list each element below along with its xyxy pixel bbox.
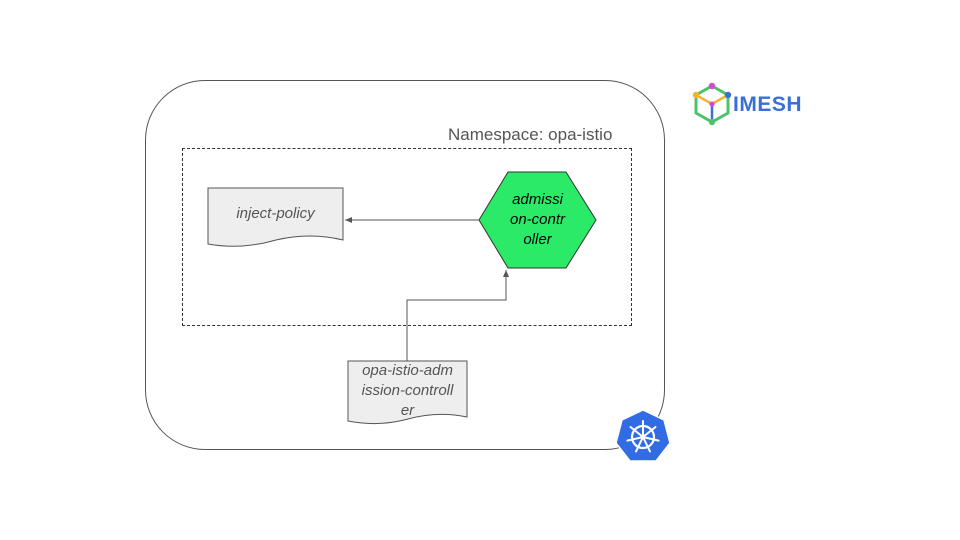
inject-policy-label: inject-policy xyxy=(236,205,315,222)
imesh-cube-icon xyxy=(692,82,732,126)
namespace-label: Namespace: opa-istio xyxy=(448,125,613,144)
opa-istio-admission-controller-label-line: opa-istio-adm xyxy=(362,362,453,379)
opa-istio-admission-controller-label: opa-istio-adm ission-controll er xyxy=(348,361,467,421)
admission-controller-label: admissi on-contr oller xyxy=(479,190,596,250)
inject-policy-document xyxy=(207,187,344,247)
kubernetes-helm-icon xyxy=(615,409,671,462)
admission-controller-label-line: oller xyxy=(523,231,552,248)
cluster-boundary xyxy=(145,80,665,450)
opa-istio-admission-controller-label-line: ission-controll xyxy=(361,382,454,399)
imesh-logo-text: IMESH xyxy=(733,93,803,116)
admission-controller-label-line: on-contr xyxy=(509,211,566,228)
opa-istio-admission-controller-document xyxy=(347,360,468,425)
arrow-document-to-controller xyxy=(406,270,509,361)
opa-istio-admission-controller-label-line: er xyxy=(400,402,415,419)
admission-controller-label-line: admissi xyxy=(512,191,563,208)
